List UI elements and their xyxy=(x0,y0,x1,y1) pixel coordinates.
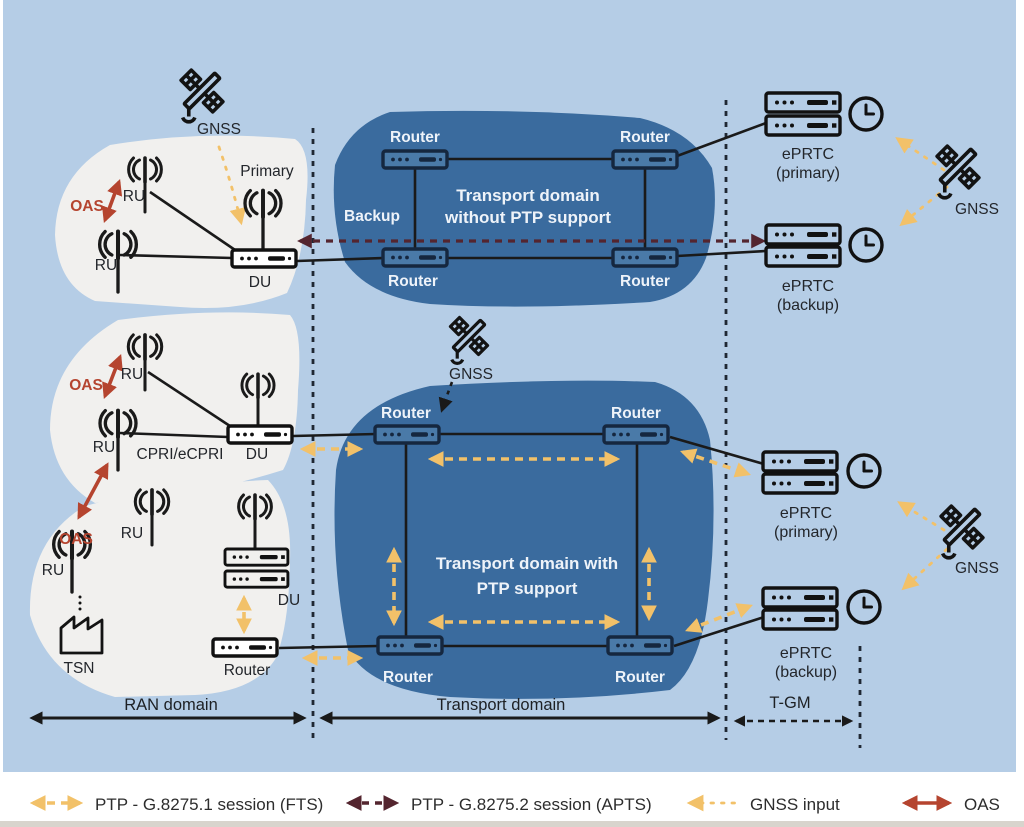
router-box xyxy=(373,424,441,445)
eprtc-sub-label: (backup) xyxy=(775,664,837,681)
eprtc-sub-label: (backup) xyxy=(777,297,839,314)
ptp-fts-arrow-eprtc-primary xyxy=(679,448,752,478)
ptp-fts-arrow-eprtc-backup xyxy=(685,603,753,633)
du-label: DU xyxy=(278,592,300,609)
du-label: DU xyxy=(246,446,268,463)
domain-axis-label-tgm: T-GM xyxy=(769,694,810,712)
router-label: Router xyxy=(390,129,440,146)
oas-arrow-2 xyxy=(102,354,123,399)
primary-label: Primary xyxy=(240,163,294,180)
ru-label: RU xyxy=(123,188,145,205)
router-box xyxy=(611,149,679,170)
domain-axis-label-transport: Transport domain xyxy=(437,696,566,714)
transport-domain-title-line2: PTP support xyxy=(477,579,578,598)
oas-label: OAS xyxy=(69,377,103,394)
router-box xyxy=(381,247,449,268)
router-box xyxy=(602,424,670,445)
ru-label: RU xyxy=(121,366,143,383)
du-label: DU xyxy=(249,274,271,291)
eprtc-label: ePRTC xyxy=(782,278,834,295)
du-box-2 xyxy=(226,424,294,445)
transport-domain-title-line1: Transport domain with xyxy=(436,554,618,573)
router-label: Router xyxy=(611,405,661,422)
gnss-label: GNSS xyxy=(955,560,999,577)
ru-label: RU xyxy=(95,257,117,274)
gnss-input-arrow-eprtc1-primary xyxy=(895,137,946,172)
eprtc-label: ePRTC xyxy=(782,146,834,163)
eprtc-sub-label: (primary) xyxy=(774,524,838,541)
gnss-input-arrow-eprtc1-backup xyxy=(899,185,949,227)
cpri-ecpri-label: CPRI/eCPRI xyxy=(137,446,224,463)
oas-arrow-1 xyxy=(101,179,123,223)
router-box xyxy=(606,635,674,656)
router-box xyxy=(376,635,444,656)
legend-gnss-label: GNSS input xyxy=(750,795,840,814)
oas-label: OAS xyxy=(70,198,104,215)
link-lines xyxy=(119,121,767,650)
router-label: Router xyxy=(388,273,438,290)
router-box xyxy=(611,247,679,268)
oas-arrow-3 xyxy=(77,462,109,520)
router-label: Router xyxy=(620,273,670,290)
ru-label: RU xyxy=(121,525,143,542)
router-label: Router xyxy=(224,662,271,679)
domain-axis-label-ran: RAN domain xyxy=(124,696,218,714)
legend: PTP - G.8275.1 session (FTS) PTP - G.827… xyxy=(29,794,1000,814)
router-label: Router xyxy=(615,669,665,686)
eprtc-sub-label: (primary) xyxy=(776,165,840,182)
gnss-label: GNSS xyxy=(197,121,241,138)
gnss-input-arrow-black-router xyxy=(438,381,454,413)
legend-fts-label: PTP - G.8275.1 session (FTS) xyxy=(95,795,323,814)
gnss-input-arrow-eprtc2-backup xyxy=(901,547,949,591)
legend-oas-label: OAS xyxy=(964,795,1000,814)
ru-label: RU xyxy=(93,439,115,456)
tsn-label: TSN xyxy=(64,660,95,677)
router-label: Router xyxy=(620,129,670,146)
backup-label: Backup xyxy=(344,208,400,225)
eprtc-label: ePRTC xyxy=(780,645,832,662)
router-box xyxy=(381,149,449,170)
router-label: Router xyxy=(383,669,433,686)
eprtc-label: ePRTC xyxy=(780,505,832,522)
gnss-label: GNSS xyxy=(449,366,493,383)
oas-label: OAS xyxy=(59,531,93,548)
bottom-edge-strip xyxy=(0,821,1024,827)
legend-apts-label: PTP - G.8275.2 session (APTS) xyxy=(411,795,652,814)
transport-domain-title-line1: Transport domain xyxy=(456,186,600,205)
transport-domain-title-line2: without PTP support xyxy=(444,208,611,227)
router-label: Router xyxy=(381,405,431,422)
ru-label: RU xyxy=(42,562,64,579)
gnss-input-arrow-eprtc2-primary xyxy=(897,501,946,532)
router-box-ran xyxy=(211,637,279,658)
du-box-1 xyxy=(230,248,298,269)
gnss-label: GNSS xyxy=(955,201,999,218)
